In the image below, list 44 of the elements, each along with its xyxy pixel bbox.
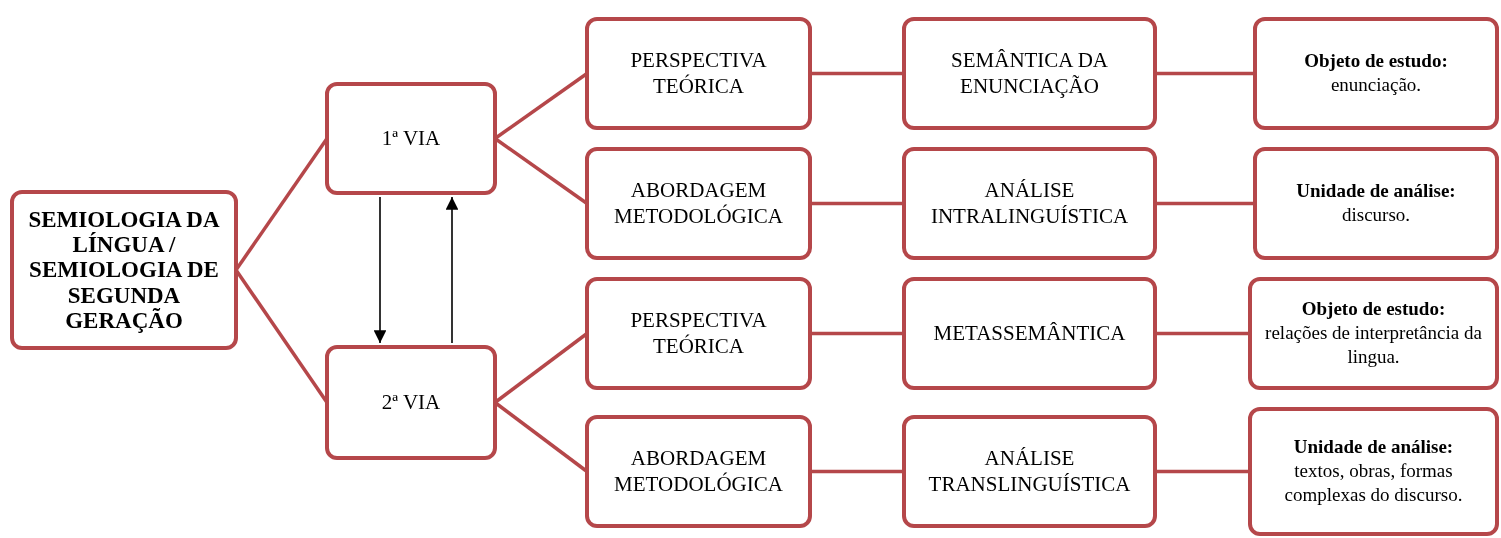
concept-box [585, 415, 812, 528]
info-box [1253, 17, 1499, 130]
connector-line [810, 469, 904, 474]
concept-box [902, 17, 1157, 130]
concept-box [902, 147, 1157, 260]
box-text: textos, obras, formas complexas do discurso. [1283, 459, 1464, 507]
box-heading: Objeto de estudo: [1301, 298, 1446, 322]
box-label: 2ª VIA [381, 389, 441, 416]
arrow [373, 196, 387, 344]
box-text: discurso. [1341, 203, 1411, 227]
arrow [445, 196, 459, 344]
box-label: SEMIOLOGIA DA LÍNGUA / SEMIOLOGIA DE SEGUNDA GERAÇÃO [27, 206, 221, 334]
box-heading: Unidade de análise: [1293, 436, 1454, 460]
concept-box [325, 345, 497, 460]
box-label: ANÁLISE INTRALINGUÍSTICA [929, 178, 1130, 229]
info-box [1253, 147, 1499, 260]
box-text: enunciação. [1330, 73, 1422, 97]
connector-line [1155, 331, 1250, 336]
concept-box [902, 277, 1157, 390]
concept-box [325, 82, 497, 195]
box-label: PERSPECTIVA TEÓRICA [629, 48, 768, 99]
info-box [1248, 407, 1499, 536]
box-text: relações de interpretância da lingua. [1264, 321, 1483, 369]
box-heading: Objeto de estudo: [1304, 50, 1448, 73]
box-label: ABORDAGEM METODOLÓGICA [613, 178, 784, 229]
concept-box [585, 17, 812, 130]
info-box [1248, 277, 1499, 390]
connector-line [1155, 469, 1250, 474]
box-label: SEMÂNTICA DA ENUNCIAÇÃO [950, 48, 1109, 99]
connector-line [1155, 201, 1255, 206]
concept-box [10, 190, 238, 350]
concept-box [902, 415, 1157, 528]
connector-line [810, 201, 904, 206]
box-label: METASSEMÂNTICA [933, 320, 1126, 347]
concept-box [585, 147, 812, 260]
box-label: PERSPECTIVA TEÓRICA [629, 308, 768, 359]
box-heading: Unidade de análise: [1296, 180, 1456, 203]
connector-line [810, 331, 904, 336]
box-label: ABORDAGEM METODOLÓGICA [613, 446, 784, 497]
connector-line [810, 71, 904, 76]
box-label: ANÁLISE TRANSLINGUÍSTICA [927, 446, 1132, 497]
concept-box [585, 277, 812, 390]
box-label: 1ª VIA [381, 125, 441, 152]
connector-line [1155, 71, 1255, 76]
